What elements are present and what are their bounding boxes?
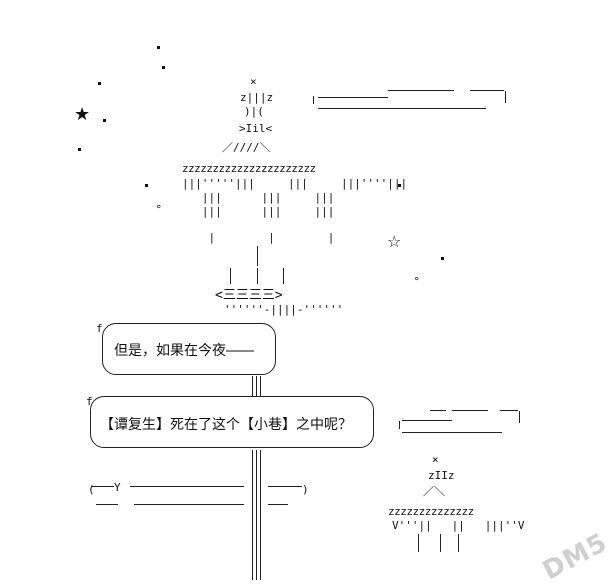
pole-line (252, 450, 253, 580)
bubble-tail: f (86, 395, 93, 408)
figure-legs: V'''|| || |||''V (392, 519, 525, 532)
speech-bubble-1 (102, 323, 276, 375)
figure-row: zIIz (428, 469, 455, 482)
star-dot (162, 66, 165, 69)
speech-bubble-2 (90, 396, 374, 448)
base-under: ''''''-||||-'''''' (224, 303, 344, 316)
outline-star-icon: ☆ (387, 232, 402, 251)
figure-line (230, 268, 231, 284)
bubble-tail: f (96, 322, 103, 335)
figure-head: × (250, 75, 257, 88)
pole-line (252, 376, 253, 396)
figure-line (257, 246, 258, 266)
figure-line (283, 268, 284, 284)
figure-legs: | | | (182, 231, 335, 244)
figure-row: ／////＼ (222, 141, 271, 154)
watermark-logo: DM5 (538, 527, 614, 586)
star-dot (145, 184, 148, 187)
figure-row: >Iil< (239, 122, 273, 135)
small-circle-icon: ° (414, 275, 420, 288)
star-dot (103, 119, 106, 122)
base-rail: <三三三三> (215, 288, 283, 303)
speech-text-2: 【谭复生】死在了这个【小巷】之中呢？ (100, 417, 352, 433)
speech-text-1: 但是，如果在今夜―― (114, 343, 254, 359)
pole-line (260, 450, 261, 580)
star-dot (78, 148, 81, 151)
figure-row: ／＼ (423, 485, 445, 498)
filled-star-icon: ★ (74, 104, 91, 125)
figure-zrow: zzzzzzzzzzzzzzzzzzzzzz (182, 162, 316, 175)
small-circle-icon: ° (156, 203, 162, 216)
star-dot (157, 46, 160, 49)
figure-legs: ||| ||| ||| (182, 205, 335, 218)
figure-line (257, 268, 258, 284)
star-dot (98, 82, 101, 85)
star-dot (441, 257, 444, 260)
pole-line (256, 376, 257, 396)
pole-line (260, 376, 261, 396)
figure-row: z|||z (240, 91, 274, 104)
star-dot (398, 184, 401, 187)
figure-legs: ||| ||| ||| (182, 191, 335, 204)
figure-legs: |||'''''||| ||| |||''''||| (182, 177, 408, 190)
figure-head: × (432, 453, 439, 466)
figure-row: )|( (244, 105, 264, 118)
figure-zrow: zzzzzzzzzzzzzz (388, 505, 474, 518)
pole-line (256, 450, 257, 580)
